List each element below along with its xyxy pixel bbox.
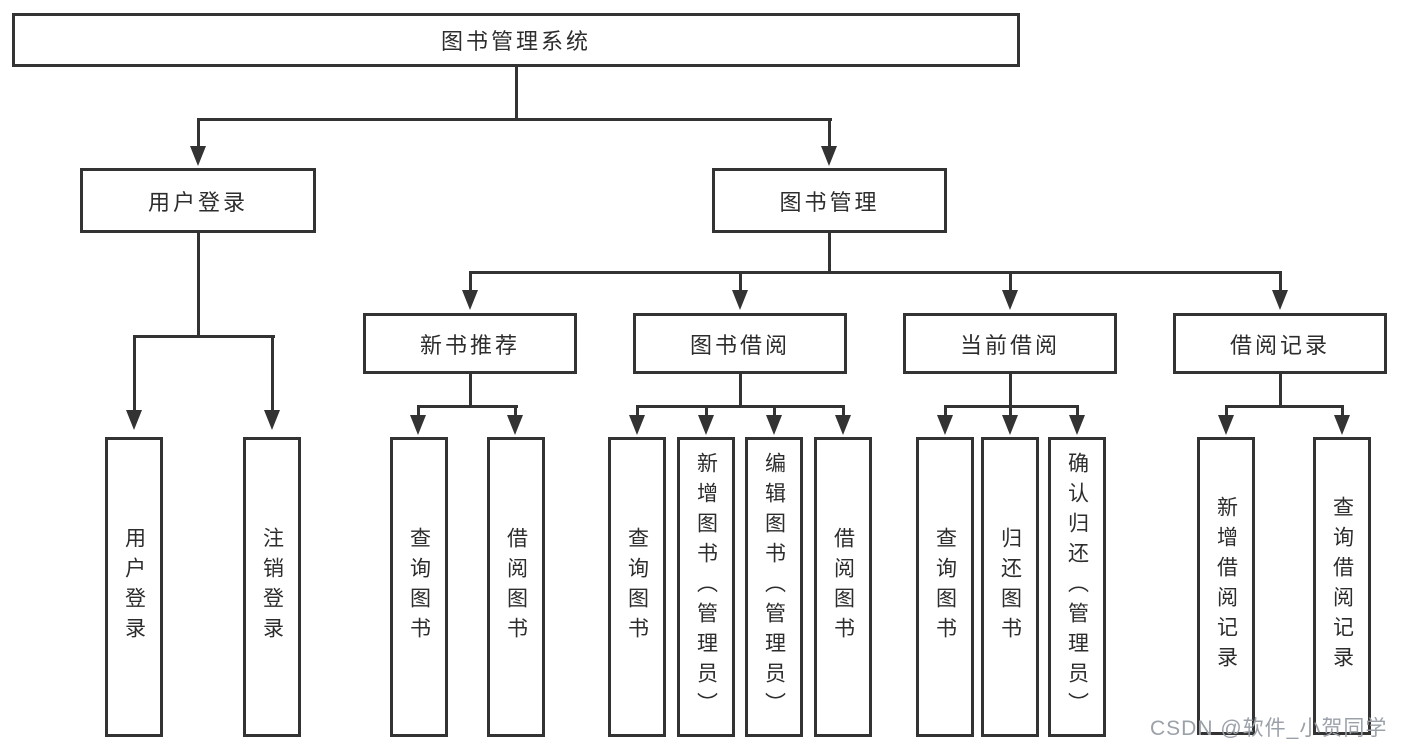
arrowhead-down <box>410 415 426 435</box>
arrowhead-down <box>821 146 837 166</box>
node-label: 归还图书 <box>998 527 1022 647</box>
node-label: 借阅图书 <box>831 527 855 647</box>
connector-line <box>636 405 845 408</box>
arrowhead-down <box>1002 415 1018 435</box>
arrowhead-down <box>698 415 714 435</box>
arrowhead-down <box>629 415 645 435</box>
connector-line <box>197 231 200 338</box>
arrowhead-down <box>766 415 782 435</box>
csdn-watermark: CSDN @软件_小贺同学 <box>1150 717 1388 740</box>
leaf-confirm-return-admin: 确认归还（管理员） <box>1048 437 1106 737</box>
node-label: 查询图书 <box>625 527 649 647</box>
connector-line <box>197 118 832 121</box>
connector-line <box>739 372 742 408</box>
connector-line <box>739 271 742 292</box>
node-user-login: 用户登录 <box>80 168 316 233</box>
node-label: 借阅图书 <box>504 527 528 647</box>
node-book-management: 图书管理 <box>712 168 947 233</box>
leaf-logout: 注销登录 <box>243 437 301 737</box>
node-label: 查询图书 <box>407 527 431 647</box>
leaf-borrow-books: 借阅图书 <box>814 437 872 737</box>
node-current-borrow: 当前借阅 <box>903 313 1117 374</box>
node-label: 确认归还（管理员） <box>1065 452 1089 722</box>
node-label: 编辑图书（管理员） <box>762 452 786 722</box>
arrowhead-down <box>835 415 851 435</box>
leaf-add-book-admin: 新增图书（管理员） <box>677 437 735 737</box>
arrowhead-down <box>937 415 953 435</box>
leaf-user-login: 用户登录 <box>105 437 163 737</box>
leaf-query-borrow-record: 查询借阅记录 <box>1313 437 1371 735</box>
leaf-query-books-borrow: 查询图书 <box>608 437 666 737</box>
connector-line <box>828 231 831 274</box>
arrowhead-down <box>1002 290 1018 310</box>
node-label: 图书管理 <box>779 189 880 215</box>
connector-line <box>1009 271 1012 292</box>
connector-line <box>1225 405 1344 408</box>
connector-line <box>417 405 420 416</box>
connector-line <box>1009 405 1012 416</box>
connector-line <box>469 271 472 292</box>
connector-line <box>705 405 708 416</box>
node-label: 新书推荐 <box>419 332 520 358</box>
leaf-query-books-current: 查询图书 <box>916 437 974 737</box>
connector-line <box>842 405 845 416</box>
connector-line <box>1009 372 1012 408</box>
node-label: 查询借阅记录 <box>1330 496 1354 676</box>
connector-line <box>1279 372 1282 408</box>
node-label: 图书管理系统 <box>440 29 591 54</box>
node-label: 图书借阅 <box>689 332 790 358</box>
node-book-borrow: 图书借阅 <box>633 313 847 374</box>
arrowhead-down <box>264 410 280 430</box>
leaf-return-books: 归还图书 <box>981 437 1039 737</box>
connector-line <box>773 405 776 416</box>
leaf-borrow-books-recommend: 借阅图书 <box>487 437 545 737</box>
connector-line <box>1279 271 1282 292</box>
connector-line <box>636 405 639 416</box>
arrowhead-down <box>507 415 523 435</box>
arrowhead-down <box>1272 290 1288 310</box>
node-label: 新增借阅记录 <box>1214 496 1238 676</box>
arrowhead-down <box>190 146 206 166</box>
arrowhead-down <box>732 290 748 310</box>
connector-line <box>469 372 472 408</box>
connector-line <box>1341 405 1344 416</box>
node-label: 注销登录 <box>260 527 284 647</box>
arrowhead-down <box>126 410 142 430</box>
node-new-book-recommend: 新书推荐 <box>363 313 577 374</box>
connector-line <box>133 335 275 338</box>
node-label: 借阅记录 <box>1229 332 1330 358</box>
leaf-query-books-recommend: 查询图书 <box>390 437 448 737</box>
connector-line <box>417 405 518 408</box>
connector-line <box>514 405 517 416</box>
node-root-library-system: 图书管理系统 <box>12 13 1020 67</box>
connector-line <box>1225 405 1228 416</box>
connector-line <box>197 118 200 148</box>
connector-line <box>133 335 136 412</box>
node-borrow-records: 借阅记录 <box>1173 313 1387 374</box>
node-label: 新增图书（管理员） <box>694 452 718 722</box>
leaf-add-borrow-record: 新增借阅记录 <box>1197 437 1255 735</box>
arrowhead-down <box>462 290 478 310</box>
arrowhead-down <box>1218 415 1234 435</box>
connector-line <box>271 335 274 412</box>
connector-line <box>1076 405 1079 416</box>
node-label: 当前借阅 <box>959 332 1060 358</box>
leaf-edit-book-admin: 编辑图书（管理员） <box>745 437 803 737</box>
connector-line <box>828 118 831 148</box>
node-label: 用户登录 <box>147 189 248 215</box>
node-label: 用户登录 <box>122 527 146 647</box>
connector-line <box>944 405 947 416</box>
connector-line <box>469 271 1282 274</box>
node-label: 查询图书 <box>933 527 957 647</box>
arrowhead-down <box>1334 415 1350 435</box>
arrowhead-down <box>1069 415 1085 435</box>
connector-line <box>515 66 518 120</box>
